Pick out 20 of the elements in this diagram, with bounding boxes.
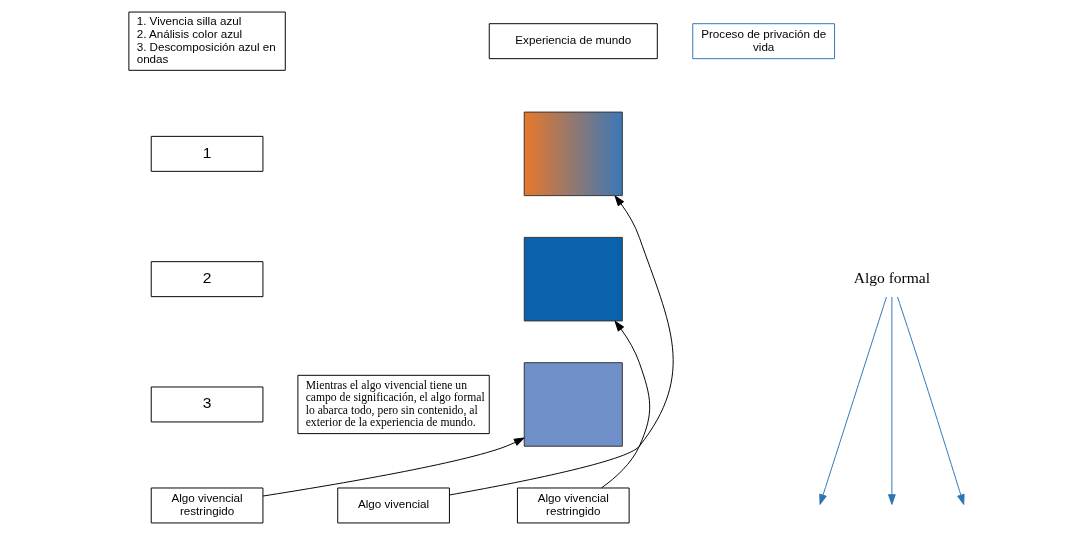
- arrow: [818, 296, 887, 505]
- node-box: Experiencia de mundo: [488, 23, 658, 60]
- node-box: [523, 236, 623, 322]
- node-box: Algo vivencial restringido: [516, 487, 630, 524]
- node-box: Algo vivencial restringido: [150, 487, 263, 524]
- arrow: [896, 296, 965, 505]
- node-box: Algo vivencial: [336, 487, 450, 524]
- node-box: [523, 362, 623, 447]
- node-box: 3: [150, 386, 263, 423]
- arrow: [448, 195, 674, 496]
- node-box: 2: [150, 261, 263, 298]
- node-box: Mientras el algo vivencial tiene un campo de significación, el algo formal lo abarca todo, pero sin contenido, al exterior de la experiencia de mundo.: [296, 374, 490, 435]
- arrow: [600, 320, 650, 489]
- node-box: 1: [150, 135, 263, 172]
- node-text: Algo formal: [853, 268, 930, 286]
- arrow: [887, 296, 896, 505]
- node-box: 1. Vivencia silla azul 2. Análisis color azul 3. Descomposición azul en ondas: [127, 11, 286, 71]
- arrow: [262, 437, 525, 497]
- node-box: [523, 111, 623, 197]
- node-box: Proceso de privación de vida: [691, 23, 835, 60]
